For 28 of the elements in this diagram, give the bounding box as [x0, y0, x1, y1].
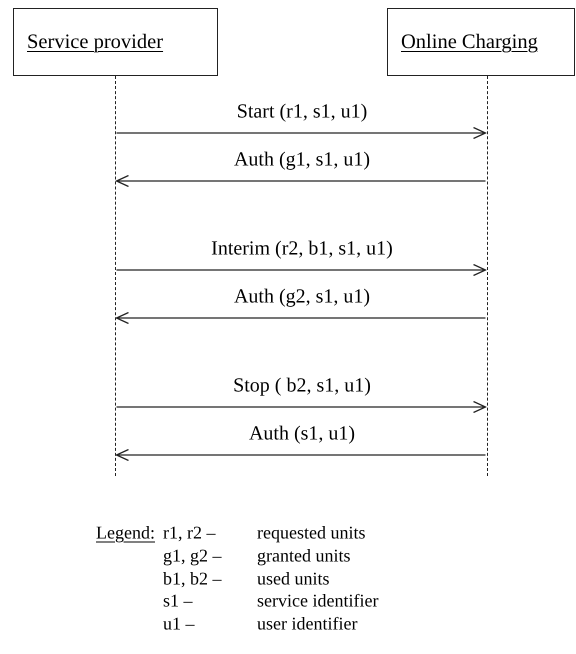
edge-label: Auth (s1, u1) [246, 422, 358, 446]
message-arrow [116, 174, 486, 188]
legend-text: used units [257, 568, 330, 590]
edge-label: Auth (g2, s1, u1) [232, 286, 372, 308]
participant-name: Online Charging [401, 30, 538, 54]
legend-text: granted units [257, 546, 350, 566]
lifeline [115, 76, 116, 476]
lifeline [487, 76, 488, 476]
legend-text: service identifier [257, 590, 378, 612]
legend-text: requested units [257, 522, 366, 544]
legend-text: g1, g2 – [163, 546, 222, 566]
edge-label: Auth (g1, s1, u1) [232, 148, 372, 172]
legend-text: r1, r2 – [163, 522, 216, 544]
participant-box [13, 8, 218, 76]
legend-text: s1 – [163, 590, 193, 612]
message-arrow [116, 448, 486, 462]
message-arrow [116, 126, 486, 140]
legend-text: user identifier [257, 614, 358, 634]
legend-text: u1 – [163, 614, 194, 634]
participant-box [387, 8, 575, 76]
legend-text: b1, b2 – [163, 568, 222, 590]
edge-label: Stop ( b2, s1, u1) [231, 374, 373, 398]
participant-name: Service provider [27, 30, 164, 54]
message-arrow [116, 312, 486, 324]
message-arrow [116, 400, 486, 414]
message-arrow [116, 264, 486, 276]
legend-heading: Legend: [96, 522, 155, 544]
edge-label: Interim (r2, b1, s1, u1) [209, 238, 395, 260]
